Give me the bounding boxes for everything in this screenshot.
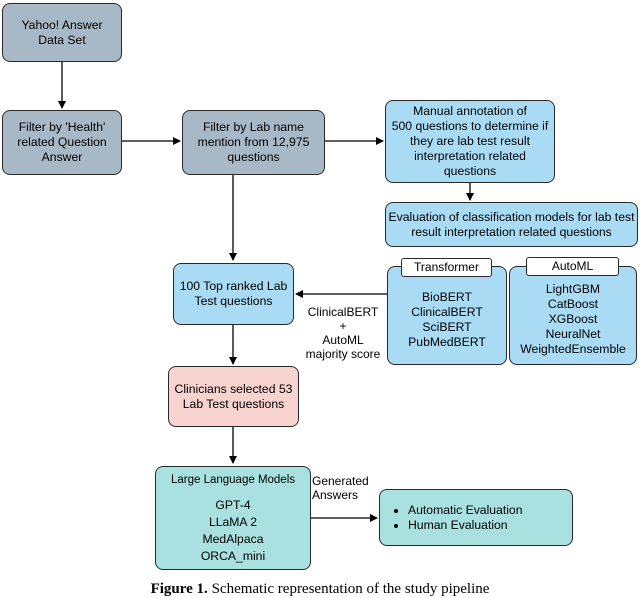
llm-item: MedAlpaca	[202, 532, 264, 546]
transformer-item: SciBERT	[422, 319, 472, 334]
evaluation-line-2: result interpretation related questions	[411, 224, 612, 239]
llm-item: ORCA_mini	[200, 549, 266, 563]
automl-tag: AutoML	[526, 257, 619, 276]
filter-health-line-1: Filter by 'Health'	[18, 120, 106, 134]
generated-line-2: Answers	[312, 488, 359, 502]
clinicians-box: Clinicians selected 53 Lab Test question…	[168, 366, 299, 427]
transformer-box: BioBERT ClinicalBERT SciBERT PubMedBERT	[387, 266, 507, 365]
llm-title: Large Language Models	[170, 474, 296, 486]
generated-answers-label: Generated Answers	[312, 474, 372, 502]
transformer-tag: Transformer	[401, 258, 492, 277]
yahoo-dataset-box: Yahoo! Answer Data Set	[2, 3, 122, 62]
llm-item: GPT-4	[215, 498, 251, 512]
evaluation-models-box: Evaluation of classification models for …	[385, 202, 638, 247]
manual-line-4: interpretation related	[414, 149, 526, 163]
evaluation-line-1: Evaluation of classification models for …	[388, 209, 635, 224]
transformer-item: ClinicalBERT	[411, 304, 483, 319]
transformer-item: BioBERT	[422, 289, 472, 304]
clinicians-line-1: Clinicians selected 53	[174, 381, 293, 396]
automl-item: NeuralNet	[545, 327, 601, 341]
automl-item: XGBoost	[548, 312, 598, 326]
caption-text: Schematic representation of the study pi…	[207, 581, 490, 597]
filter-health-box: Filter by 'Health' related Question Answ…	[2, 110, 122, 175]
manual-annotation-box: Manual annotation of 500 questions to de…	[385, 100, 555, 183]
manual-line-1: Manual annotation of	[413, 104, 527, 118]
filter-lab-line-3: questions	[227, 150, 280, 164]
manual-line-2: 500 questions to determine if	[391, 119, 549, 133]
yahoo-line-2: Data Set	[38, 32, 86, 47]
majority-line-1: ClinicalBERT	[307, 305, 379, 319]
filter-health-line-3: Answer	[41, 150, 83, 164]
automl-item: CatBoost	[547, 297, 599, 311]
yahoo-line-1: Yahoo! Answer	[21, 17, 103, 32]
evaluation-item: Automatic Evaluation	[408, 503, 523, 518]
automl-item: WeightedEnsemble	[520, 342, 626, 356]
filter-health-line-2: related Question	[17, 135, 107, 149]
transformer-item: PubMedBERT	[408, 334, 486, 349]
majority-line-2: +	[339, 319, 347, 333]
manual-line-5: questions	[443, 164, 497, 178]
manual-line-3: they are lab test result	[410, 134, 530, 148]
filter-lab-box: Filter by Lab name mention from 12,975 q…	[182, 110, 325, 175]
top-ranked-box: 100 Top ranked Lab Test questions	[173, 263, 294, 325]
automl-item: LightGBM	[545, 282, 601, 296]
majority-score-label: ClinicalBERT + AutoML majority score	[298, 305, 388, 361]
evaluation-types-box: Automatic Evaluation Human Evaluation	[379, 489, 573, 546]
majority-line-3: AutoML	[322, 333, 364, 347]
automl-box: LightGBM CatBoost XGBoost NeuralNet Weig…	[509, 266, 637, 365]
figure-caption: Figure 1. Schematic representation of th…	[0, 580, 640, 598]
clinicians-line-2: Lab Test questions	[182, 396, 285, 411]
filter-lab-line-1: Filter by Lab name	[203, 120, 304, 134]
caption-bold: Figure 1.	[150, 581, 208, 597]
filter-lab-line-2: mention from 12,975	[197, 135, 310, 149]
llm-box: Large Language Models GPT-4 LLaMA 2 MedA…	[155, 466, 311, 570]
top-ranked-line-1: 100 Top ranked Lab	[179, 279, 288, 293]
generated-line-1: Generated	[312, 474, 369, 488]
top-ranked-line-2: Test questions	[194, 294, 273, 308]
majority-line-4: majority score	[305, 347, 381, 361]
evaluation-list: Automatic Evaluation Human Evaluation	[390, 503, 523, 533]
evaluation-item: Human Evaluation	[408, 518, 523, 533]
llm-item: LLaMA 2	[208, 515, 258, 529]
